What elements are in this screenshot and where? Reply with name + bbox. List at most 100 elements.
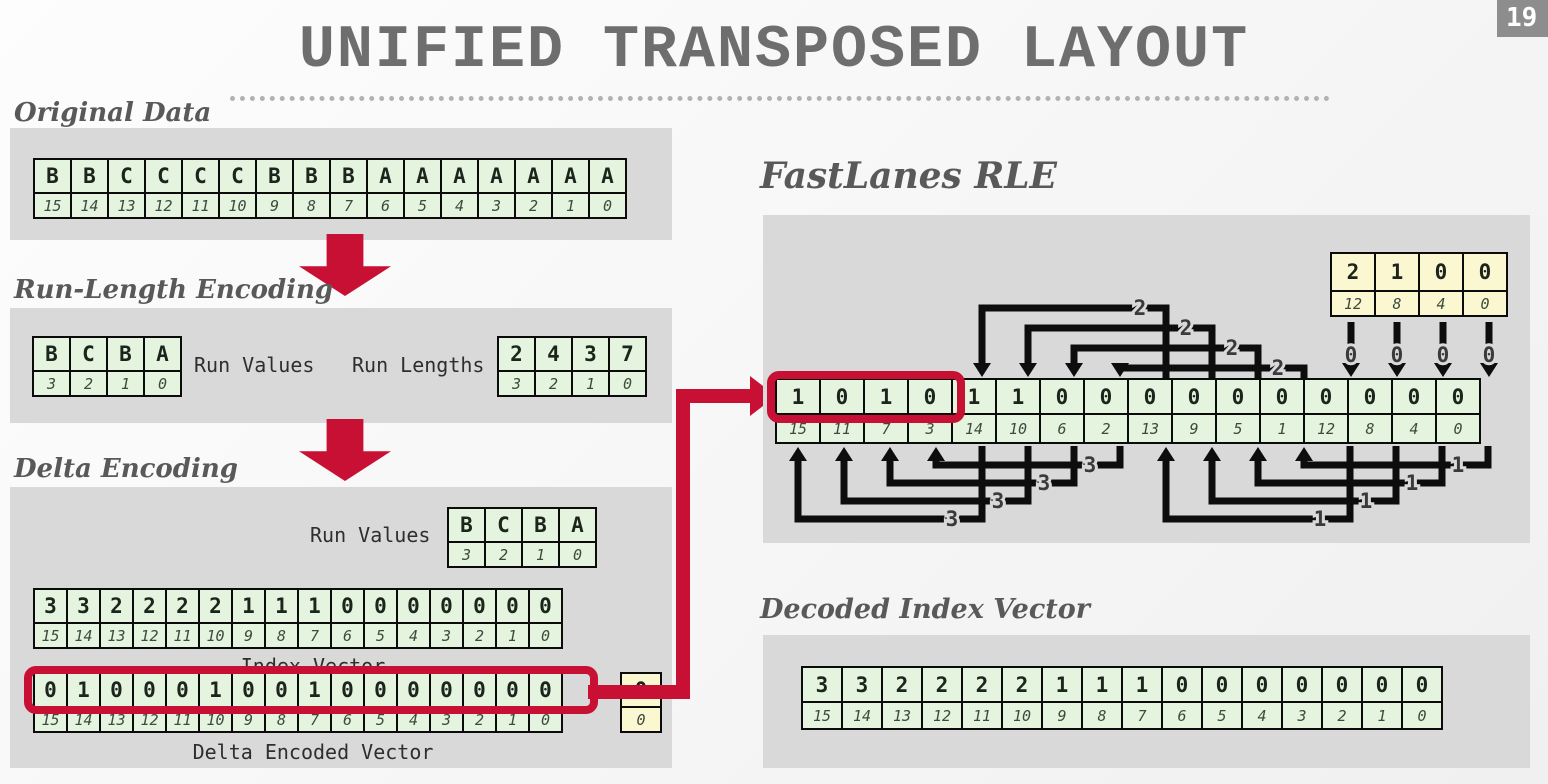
red-connector-bottom xyxy=(588,685,690,699)
svg-text:0: 0 xyxy=(1391,343,1404,367)
svg-text:2: 2 xyxy=(1226,336,1239,360)
svg-text:3: 3 xyxy=(992,489,1005,513)
svg-text:1: 1 xyxy=(1452,453,1465,477)
heading-original-data: Original Data xyxy=(14,98,212,128)
svg-text:2: 2 xyxy=(1180,316,1193,340)
svg-text:0: 0 xyxy=(1483,343,1496,367)
delta-highlight-box xyxy=(24,666,598,714)
svg-text:1: 1 xyxy=(1314,507,1327,531)
svg-text:0: 0 xyxy=(1345,343,1358,367)
red-connector-top xyxy=(676,389,756,403)
delta-base-cell: 00 xyxy=(620,672,662,733)
down-arrow-to-delta xyxy=(299,419,391,481)
heading-delta-encoding: Delta Encoding xyxy=(14,454,238,484)
svg-text:2: 2 xyxy=(1134,296,1147,320)
svg-text:3: 3 xyxy=(946,507,959,531)
svg-text:3: 3 xyxy=(1084,453,1097,477)
heading-run-length-encoding: Run-Length Encoding xyxy=(14,275,334,305)
title-divider xyxy=(230,96,1330,101)
svg-text:0: 0 xyxy=(1437,343,1450,367)
delta-encoded-vector-label: Delta Encoded Vector xyxy=(192,740,434,764)
svg-text:1: 1 xyxy=(1360,489,1373,513)
heading-fastlanes-rle: FastLanes RLE xyxy=(760,155,1057,197)
heading-decoded-index-vector: Decoded Index Vector xyxy=(760,594,1090,625)
red-connector-vertical xyxy=(676,389,690,699)
run-values-label: Run Values xyxy=(194,353,315,377)
vector-cell: 00 xyxy=(620,672,662,733)
